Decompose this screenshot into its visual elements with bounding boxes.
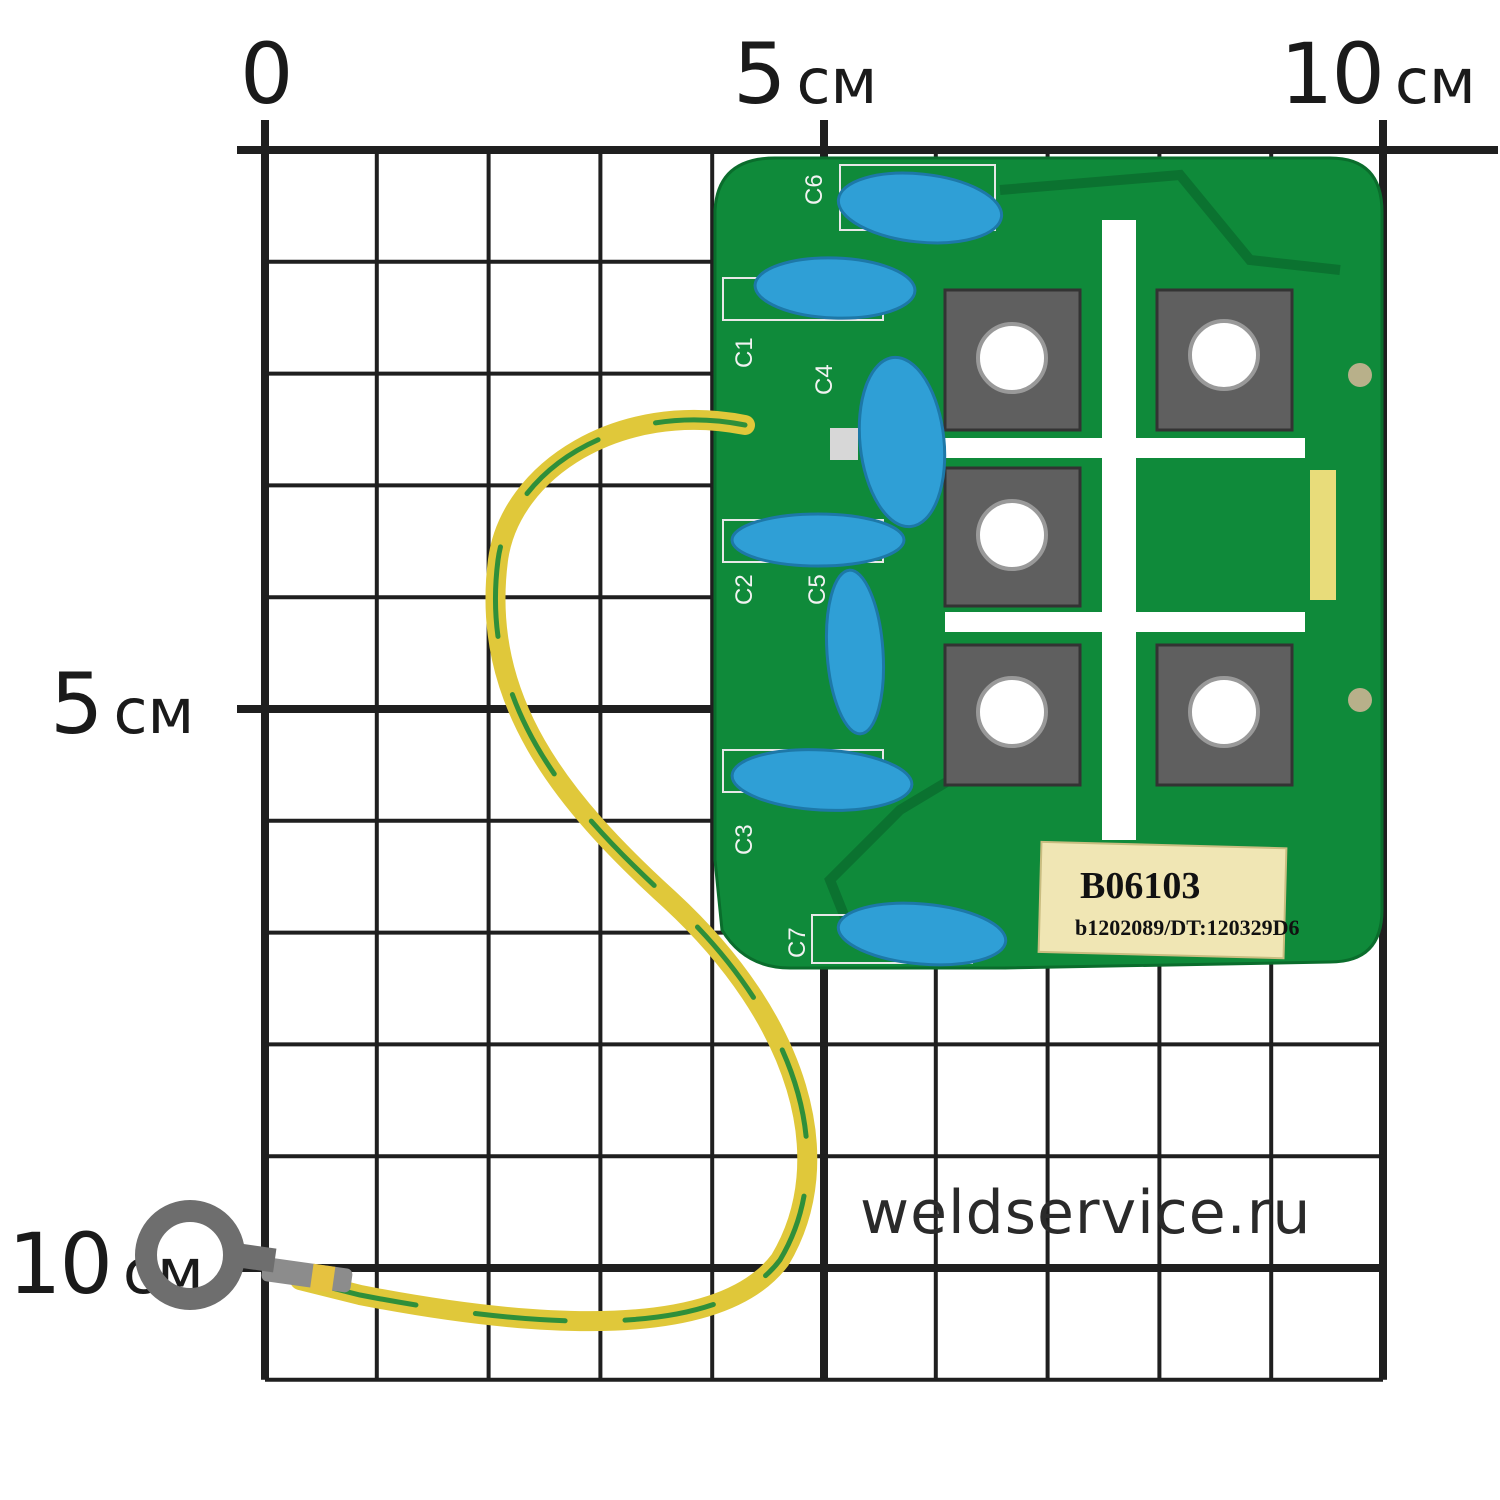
ground-wire-stripe [297, 417, 810, 1324]
scale-label-top-0: 0 [240, 32, 293, 116]
silkscreen-label-c5: C5 [804, 574, 831, 605]
ring-terminal-neck [223, 1241, 277, 1273]
mounting-hole [976, 499, 1048, 571]
ceramic-capacitors [730, 171, 1008, 967]
capacitor-c7 [836, 901, 1008, 967]
silkscreen-label-c7: C7 [784, 927, 811, 958]
serial-sticker: B06103 b1202089/DT:120329D6 [1037, 840, 1300, 960]
sticker-background [1037, 840, 1288, 960]
board-slot [945, 438, 1305, 458]
capacitor-lead-tab [830, 428, 858, 460]
mounting-hole [976, 322, 1048, 394]
scale-unit: см [796, 45, 878, 118]
mounting-hole [1188, 319, 1260, 391]
scale-number: 5 [50, 655, 103, 753]
scale-number: 10 [8, 1215, 113, 1313]
silkscreen-label-c2: C2 [731, 574, 758, 605]
mounting-hole [976, 676, 1048, 748]
watermark-text: weldservice.ru [860, 1178, 1312, 1248]
board-slot [1102, 220, 1136, 840]
capacitor-c4 [857, 355, 947, 529]
silkscreen-label-c6: C6 [801, 174, 828, 205]
board-slot [1310, 470, 1336, 600]
sticker-batch-code: b1202089/DT:120329D6 [1075, 915, 1300, 940]
scale-unit: см [1394, 45, 1476, 118]
capacitor-c6 [836, 171, 1004, 245]
board-slot [945, 612, 1305, 632]
capacitor-c3 [730, 748, 914, 812]
screw-head [1348, 363, 1372, 387]
scale-number: 10 [1280, 25, 1385, 123]
copper-trace [999, 169, 1341, 275]
capacitor-c2 [730, 512, 906, 568]
capacitor-c5 [824, 568, 886, 736]
capacitor-c1 [753, 256, 917, 320]
scale-number: 0 [240, 25, 293, 123]
silkscreen-label-c4: C4 [811, 364, 838, 395]
silkscreen-label-c3: C3 [731, 824, 758, 855]
screw-head [1348, 688, 1372, 712]
scale-number: 5 [733, 25, 786, 123]
silkscreen-label-c1: C1 [731, 337, 758, 368]
crimp-sleeve-marker [309, 1263, 336, 1293]
copper-trace [824, 775, 953, 932]
terminal-pads [943, 288, 1294, 787]
mounting-hole [1188, 676, 1260, 748]
scale-unit: см [113, 675, 195, 748]
sticker-part-number: B06103 [1080, 865, 1200, 907]
ring-terminal [135, 1200, 245, 1310]
